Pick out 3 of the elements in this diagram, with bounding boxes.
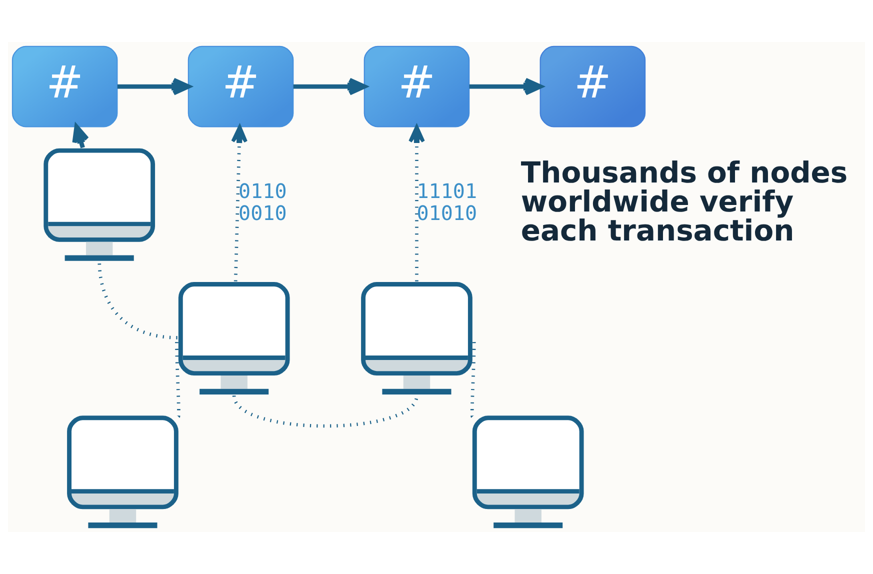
label: Thousands of nodes worldwide verify each transaction <box>520 156 848 248</box>
edge-label: 0110 0010 <box>238 178 287 226</box>
edge-label: 11101 01010 <box>416 178 478 226</box>
